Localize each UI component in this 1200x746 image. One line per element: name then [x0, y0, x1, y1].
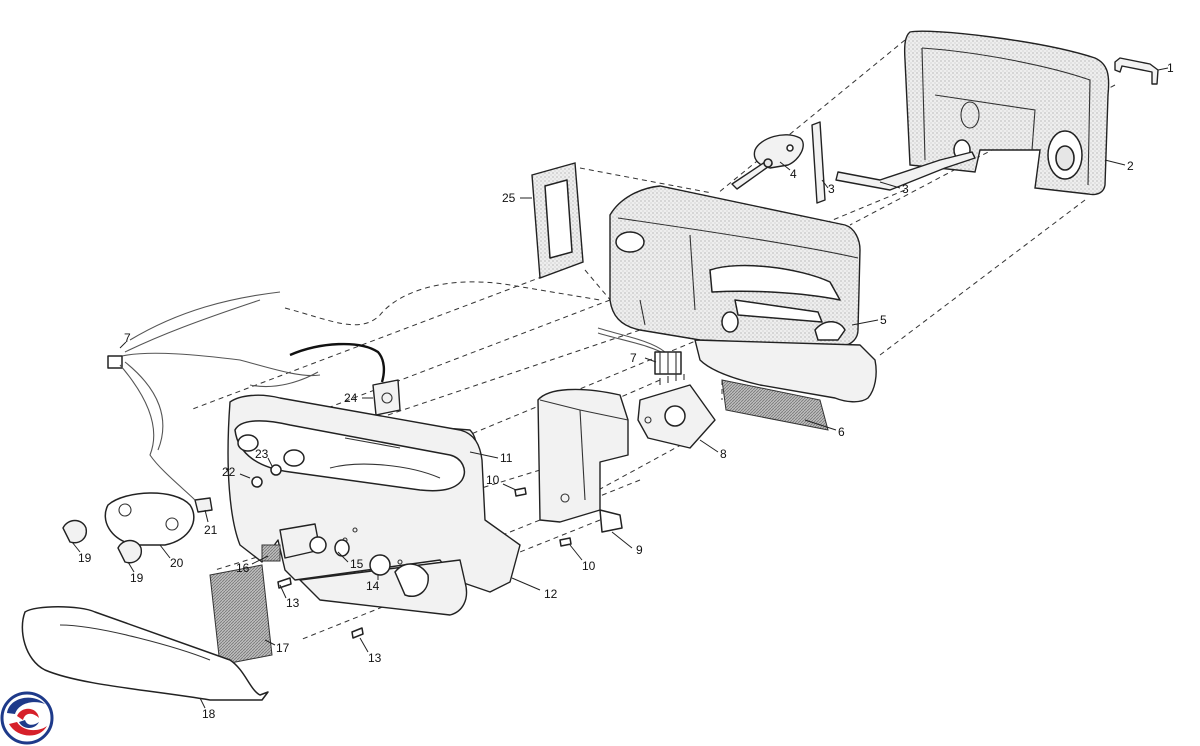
- brand-swirl-logo: [0, 691, 54, 745]
- callout-12: 12: [544, 587, 558, 601]
- callout-3: 3: [828, 182, 835, 196]
- callout-20: 20: [170, 556, 184, 570]
- callout-7: 7: [124, 331, 131, 345]
- callout-8: 8: [720, 447, 727, 461]
- thermostat: [289, 342, 401, 416]
- gasket-frame: [531, 162, 584, 279]
- callout-22: 22: [222, 465, 236, 479]
- callout-15: 15: [350, 557, 364, 571]
- filter-pad: [721, 379, 829, 431]
- bracket-clip: [1114, 57, 1159, 85]
- callout-13: 13: [368, 651, 382, 665]
- main-body-housing: [609, 185, 877, 403]
- callout-4: 4: [790, 167, 797, 181]
- callout-23: 23: [255, 447, 269, 461]
- callout-17: 17: [276, 641, 290, 655]
- leader-lines: [71, 67, 1169, 709]
- callout-19: 19: [130, 571, 144, 585]
- callout-10: 10: [582, 559, 596, 573]
- callout-6: 6: [838, 425, 845, 439]
- callout-16: 16: [236, 561, 250, 575]
- callout-9: 9: [636, 543, 643, 557]
- wire-connectors: [107, 299, 682, 377]
- knob-plate-and-knobs: [62, 492, 195, 564]
- callout-10: 10: [486, 473, 500, 487]
- drip-tray: [21, 606, 269, 701]
- callout-1: 1: [1167, 61, 1174, 75]
- wiring-harness: [119, 291, 319, 501]
- filter-sheet: [209, 564, 273, 666]
- timer-motor: [637, 374, 716, 449]
- callout-14: 14: [366, 579, 380, 593]
- callout-25: 25: [502, 191, 516, 205]
- callout-13: 13: [286, 596, 300, 610]
- shaft-rods: [811, 121, 976, 204]
- callout-2: 2: [1127, 159, 1134, 173]
- callout-3: 3: [902, 182, 909, 196]
- switch-cover: [537, 388, 629, 533]
- callout-21: 21: [204, 523, 218, 537]
- callout-24: 24: [344, 391, 358, 405]
- cam-plate: [731, 134, 804, 190]
- callout-18: 18: [202, 707, 216, 721]
- callout-5: 5: [880, 313, 887, 327]
- callout-7: 7: [630, 351, 637, 365]
- callout-11: 11: [500, 451, 513, 465]
- callout-19: 19: [78, 551, 92, 565]
- callout-labels: 1 2 3 3 4 5 6 7 7 8 9 10 10 11 12 13 13 …: [78, 61, 1174, 721]
